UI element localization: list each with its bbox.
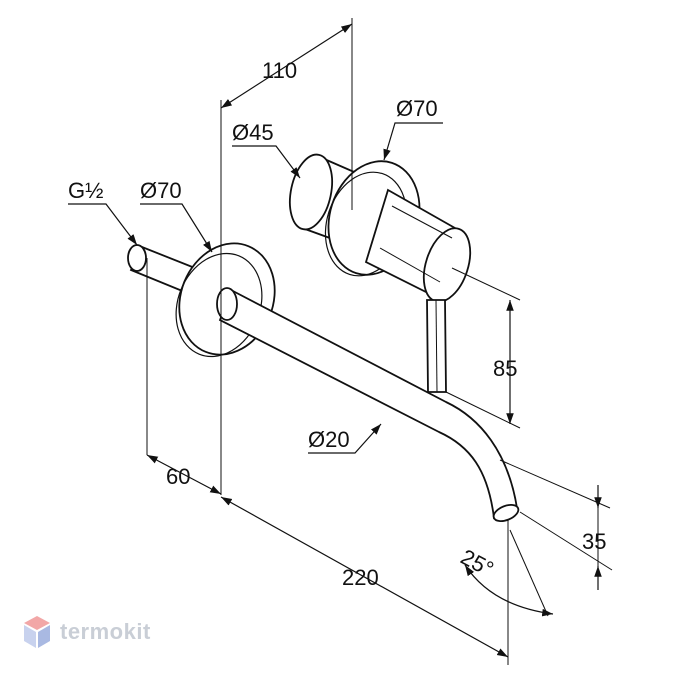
lever-edge — [435, 299, 438, 393]
mixer-shade-2 — [379, 247, 441, 283]
label-35: 35 — [582, 529, 606, 554]
dimension-lines — [68, 18, 613, 665]
label-110: 110 — [262, 58, 297, 83]
leader-flange-right — [383, 122, 443, 161]
label-flange-right: Ø70 — [396, 96, 438, 121]
label-220: 220 — [342, 565, 379, 590]
watermark: termokit — [22, 614, 151, 650]
leader-thread — [68, 203, 138, 246]
mixer-back-end — [289, 153, 333, 231]
leader-flange-left — [140, 203, 213, 253]
dim-60-line — [146, 454, 222, 495]
angle-arc — [464, 564, 554, 617]
label-angle: 25° — [457, 544, 498, 582]
leader-spout — [308, 423, 382, 454]
label-85: 85 — [493, 356, 517, 381]
spout-base — [216, 287, 238, 321]
label-thread: G½ — [68, 178, 103, 203]
label-flange-left: Ø70 — [140, 178, 182, 203]
thread-connector-end — [127, 244, 147, 272]
mixer-shade-1 — [391, 205, 453, 239]
spout — [218, 288, 518, 520]
brand-cube-icon — [24, 616, 50, 648]
leader-body — [232, 145, 301, 179]
label-60: 60 — [166, 464, 190, 489]
dim-110-line — [220, 23, 353, 109]
dimension-labels: G½ Ø70 Ø45 Ø70 110 Ø20 60 220 85 35 25° — [68, 58, 606, 590]
brand-name: termokit — [60, 619, 151, 644]
label-body: Ø45 — [232, 120, 274, 145]
dim-220-line — [220, 496, 509, 658]
label-spout: Ø20 — [308, 427, 350, 452]
